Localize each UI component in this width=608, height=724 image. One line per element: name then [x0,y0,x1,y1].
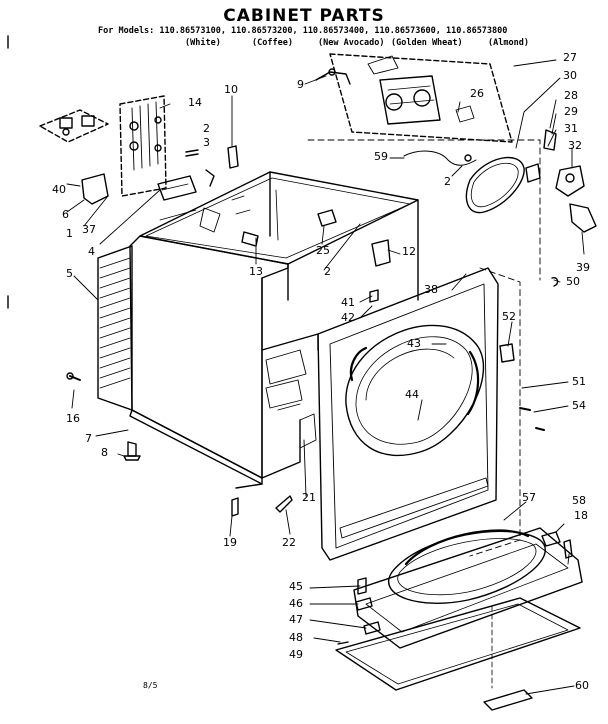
front-panel [317,267,515,561]
callout-48: 48 [289,631,303,644]
door-assembly [335,527,583,711]
callout-39: 39 [576,261,590,274]
callout-3: 3 [203,136,210,149]
models-line: For Models: 110.86573100, 110.86573200, … [98,26,508,36]
callout-22: 22 [282,536,296,549]
callout-60: 60 [575,679,589,692]
cabinet-body [129,171,419,489]
callout-8: 8 [101,446,108,459]
callout-27: 27 [563,51,577,64]
callout-31: 31 [564,122,578,135]
callout-2b: 2 [444,175,451,188]
callout-9: 9 [297,78,304,91]
callout-49: 49 [289,648,303,661]
callout-37: 37 [82,223,96,236]
callout-38: 38 [424,283,438,296]
callout-43: 43 [407,337,421,350]
drive-belt [403,150,525,214]
color-coffee: (Coffee) [252,38,293,48]
callout-21: 21 [302,491,316,504]
callout-47: 47 [289,613,303,626]
color-white: (White) [185,38,221,48]
callout-57: 57 [522,491,536,504]
callout-19: 19 [223,536,237,549]
color-almond: (Almond) [488,38,529,48]
callout-16: 16 [66,412,80,425]
callout-32: 32 [568,139,582,152]
callout-41: 41 [341,296,355,309]
callout-44: 44 [405,388,419,401]
callout-59: 59 [374,150,388,163]
callout-7: 7 [85,432,92,445]
callout-12: 12 [402,245,416,258]
terminal-block-40 [39,109,109,143]
callout-1: 1 [66,227,73,240]
callout-54: 54 [572,399,586,412]
callout-58: 58 [572,494,586,507]
callout-2a: 2 [203,122,210,135]
callout-13: 13 [249,265,263,278]
callout-42: 42 [341,311,355,324]
callout-5: 5 [66,267,73,280]
callout-18: 18 [574,509,588,522]
callout-2c: 2 [324,265,331,278]
side-panel-louvers [97,245,133,411]
callout-30: 30 [563,69,577,82]
color-new-avocado: (New Avocado) [318,38,385,48]
callout-10: 10 [224,83,238,96]
callout-4: 4 [88,245,95,258]
callout-6: 6 [62,208,69,221]
callout-25: 25 [316,244,330,257]
callout-46: 46 [289,597,303,610]
color-golden-wheat: (Golden Wheat) [391,38,463,48]
motor-bracket-assembly [315,53,513,143]
callout-14: 14 [188,96,202,109]
page-title: CABINET PARTS [223,6,385,26]
callout-45: 45 [289,580,303,593]
leader-lines [66,59,585,695]
callout-29: 29 [564,105,578,118]
callout-52: 52 [502,310,516,323]
callout-51: 51 [572,375,586,388]
callout-28: 28 [564,89,578,102]
callout-40: 40 [52,183,66,196]
callout-50: 50 [566,275,580,288]
callout-26: 26 [470,87,484,100]
page-footer: 8/5 [143,681,158,690]
wire-harness-14 [119,95,167,197]
